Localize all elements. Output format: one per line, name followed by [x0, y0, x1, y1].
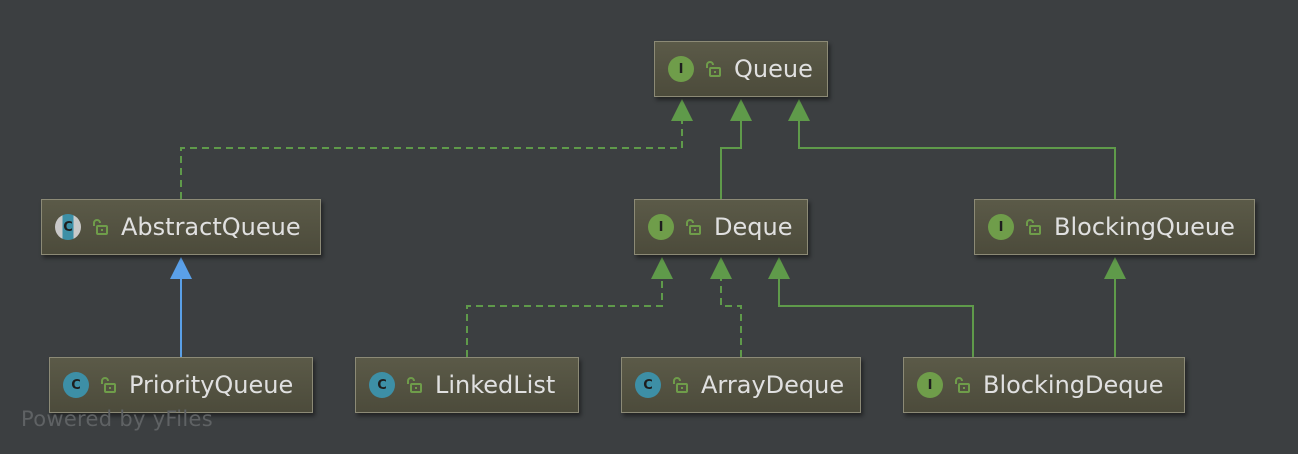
edge-priority-queue-to-abstract-queue: [170, 257, 192, 357]
unlocked-icon: [407, 377, 422, 393]
arrowhead: [170, 257, 192, 279]
edge-blocking-deque-to-blocking-queue: [1104, 257, 1126, 357]
edge-line: [798, 120, 1116, 199]
edge-line: [720, 278, 742, 357]
node-label: PriorityQueue: [129, 371, 294, 399]
class-icon: C: [63, 372, 89, 398]
node-queue[interactable]: I Queue: [654, 41, 828, 97]
interface-icon: I: [917, 372, 943, 398]
abstract-class-icon: C: [55, 214, 81, 240]
unlocked-icon: [706, 61, 721, 77]
node-blocking-queue[interactable]: I BlockingQueue: [974, 199, 1255, 255]
edge-blocking-queue-to-queue: [788, 99, 1116, 199]
node-label: AbstractQueue: [121, 213, 301, 241]
arrowhead: [651, 257, 673, 279]
node-priority-queue[interactable]: C PriorityQueue: [49, 357, 313, 413]
edge-linked-list-to-deque: [466, 257, 673, 357]
arrowhead: [710, 257, 732, 279]
edge-abstract-queue-to-queue: [180, 99, 693, 199]
node-label: Deque: [714, 213, 793, 241]
watermark: Powered by yFiles: [21, 407, 213, 431]
unlocked-icon: [93, 219, 108, 235]
interface-icon: I: [988, 214, 1014, 240]
arrowhead: [730, 99, 752, 121]
node-array-deque[interactable]: C ArrayDeque: [621, 357, 861, 413]
node-label: BlockingDeque: [983, 371, 1164, 399]
node-label: BlockingQueue: [1054, 213, 1235, 241]
class-icon: C: [635, 372, 661, 398]
class-icon: C: [369, 372, 395, 398]
interface-icon: I: [668, 56, 694, 82]
interface-icon: I: [648, 214, 674, 240]
edge-line: [180, 120, 683, 199]
node-abstract-queue[interactable]: C AbstractQueue: [41, 199, 321, 255]
node-label: Queue: [734, 55, 813, 83]
node-blocking-deque[interactable]: I BlockingDeque: [903, 357, 1185, 413]
edge-line: [720, 120, 742, 199]
edge-array-deque-to-deque: [710, 257, 742, 357]
unlocked-icon: [101, 377, 116, 393]
unlocked-icon: [673, 377, 688, 393]
unlocked-icon: [955, 377, 970, 393]
arrowhead: [1104, 257, 1126, 279]
unlocked-icon: [1026, 219, 1041, 235]
edge-line: [466, 278, 663, 357]
unlocked-icon: [686, 219, 701, 235]
arrowhead: [788, 99, 810, 121]
arrowhead: [768, 257, 790, 279]
node-label: ArrayDeque: [701, 371, 845, 399]
node-linked-list[interactable]: C LinkedList: [355, 357, 579, 413]
node-deque[interactable]: I Deque: [634, 199, 808, 255]
arrowhead: [671, 99, 693, 121]
edge-line: [778, 278, 974, 357]
edge-deque-to-queue: [720, 99, 752, 199]
edge-blocking-deque-to-deque: [768, 257, 974, 357]
node-label: LinkedList: [435, 371, 556, 399]
